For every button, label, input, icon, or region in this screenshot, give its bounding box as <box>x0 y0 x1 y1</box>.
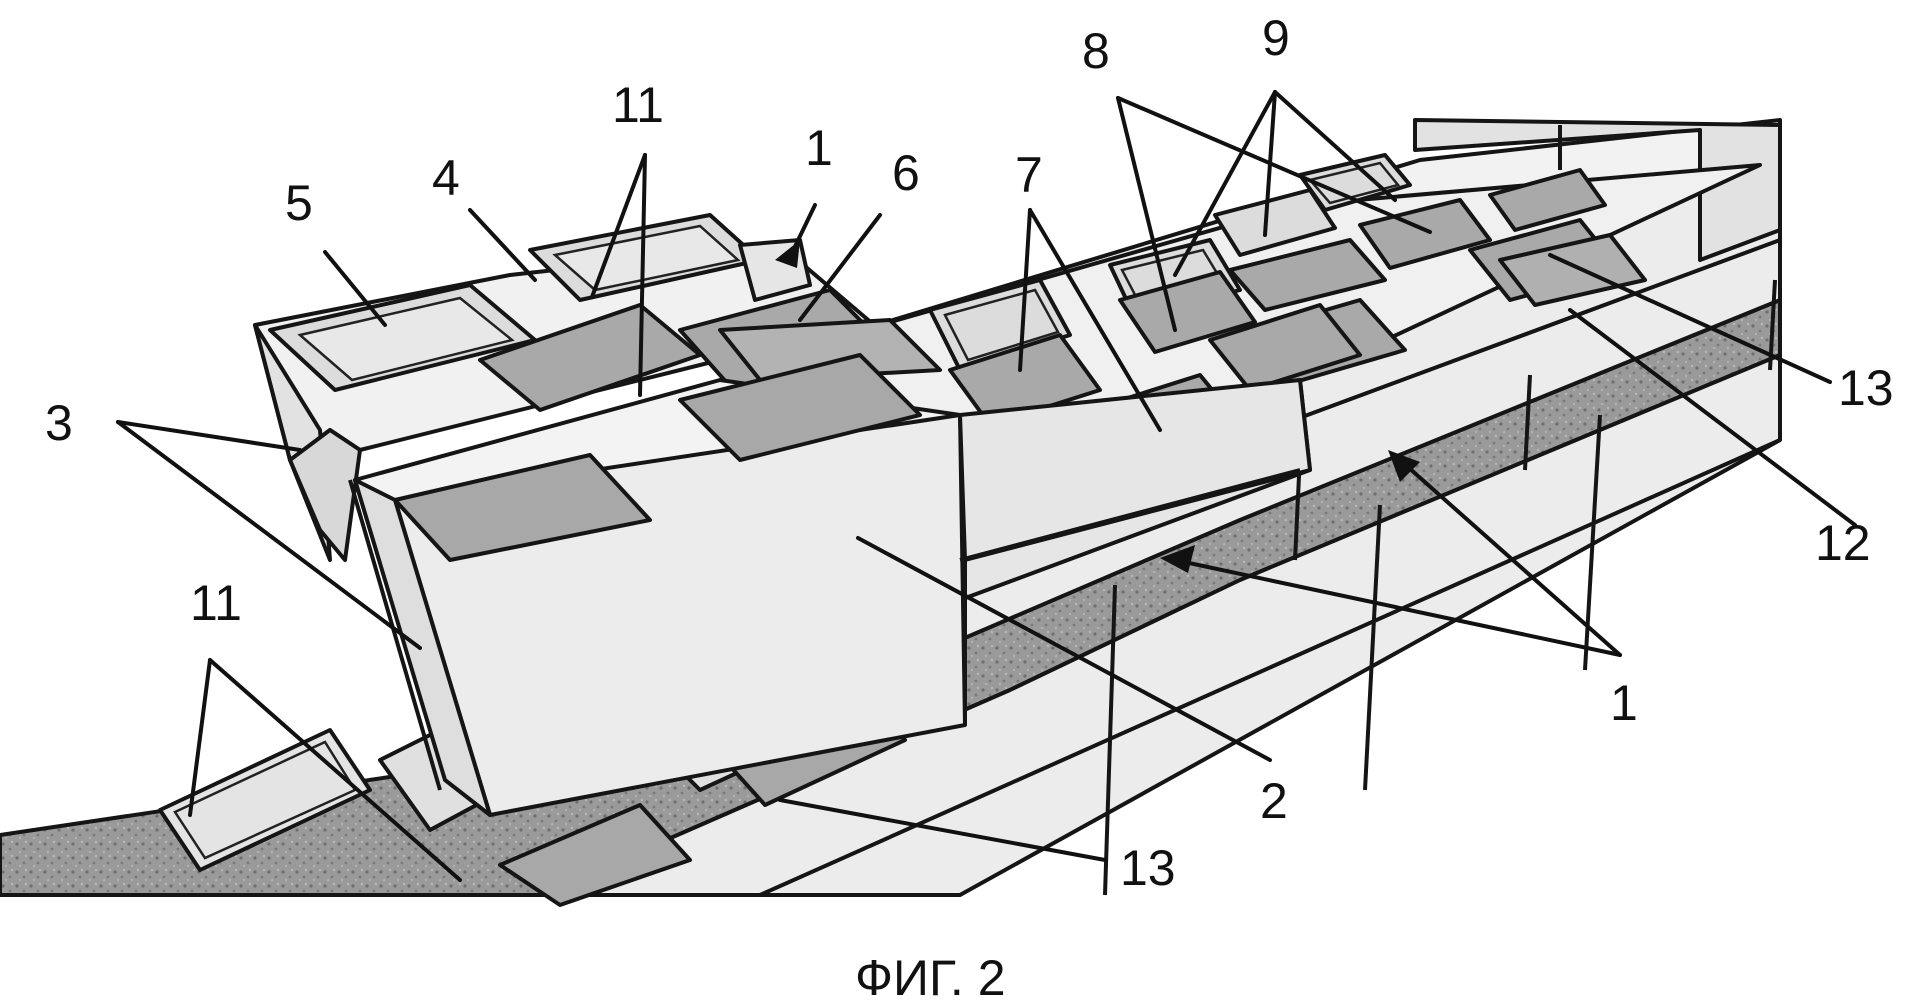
label-12: 12 <box>1815 515 1871 571</box>
leader-lines <box>116 90 1857 882</box>
mortar-base-course <box>0 298 1782 907</box>
label-1-right: 1 <box>1610 675 1638 731</box>
label-13-bottom: 13 <box>1120 840 1176 896</box>
label-5: 5 <box>285 175 313 231</box>
reference-labels: 5 4 11 1 6 7 8 9 3 11 2 1 12 13 13 <box>45 10 1894 896</box>
label-7: 7 <box>1015 147 1043 203</box>
label-3: 3 <box>45 395 73 451</box>
block-front-2 <box>348 353 1312 817</box>
label-11-bottom: 11 <box>190 575 242 631</box>
label-8: 8 <box>1082 23 1110 79</box>
label-11-top: 11 <box>612 77 664 133</box>
label-6: 6 <box>892 145 920 201</box>
label-13-right: 13 <box>1838 360 1894 416</box>
label-4: 4 <box>432 150 460 206</box>
figure-caption: ФИГ. 2 <box>855 950 1006 1006</box>
label-9: 9 <box>1262 10 1290 66</box>
label-1-top: 1 <box>805 120 833 176</box>
label-2: 2 <box>1260 773 1288 829</box>
